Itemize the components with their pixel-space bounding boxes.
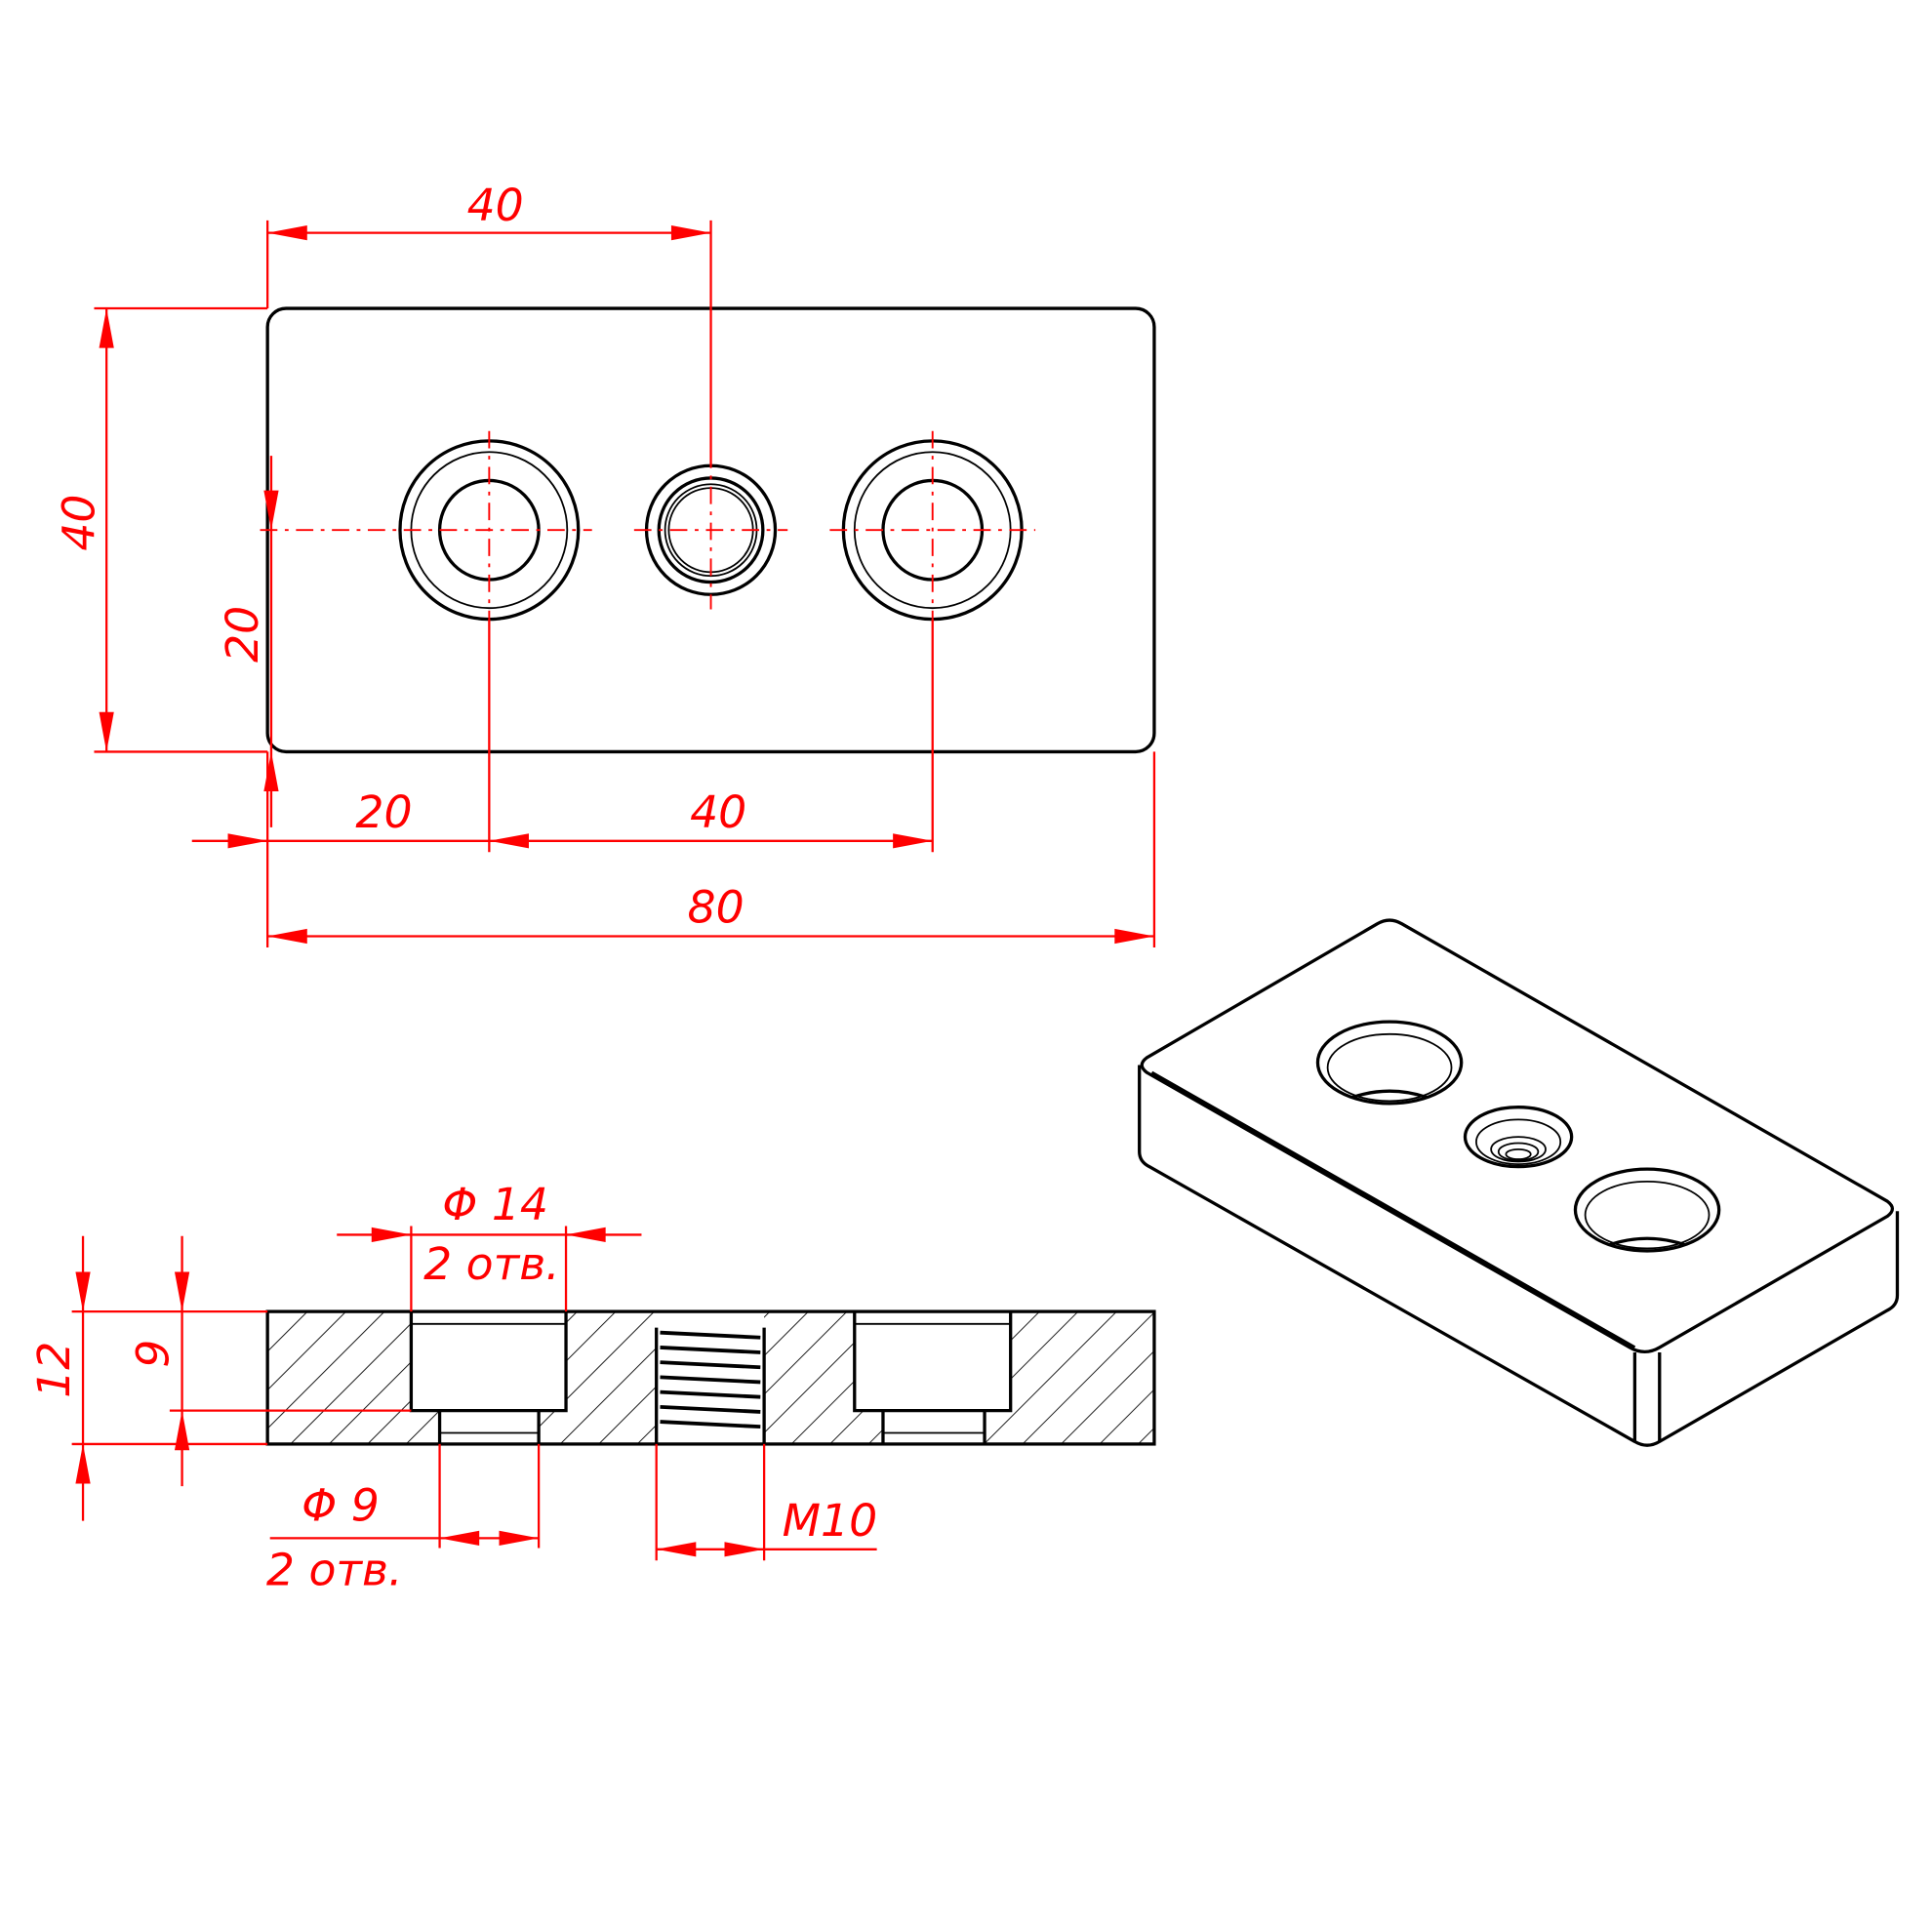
- dim-label: 40: [690, 786, 746, 838]
- iso-side-faces: [1138, 1065, 1900, 1447]
- iso-top-face: [1140, 918, 1895, 1354]
- count-label: 2 отв.: [423, 1238, 560, 1290]
- iso-threaded-hole: [1463, 1106, 1574, 1169]
- dim-center-height: 20: [217, 456, 279, 827]
- dim-label: 40: [53, 495, 104, 551]
- dim-counterbore-diameter: Φ 14 2 отв.: [337, 1179, 642, 1312]
- top-view: 40 40 20 20 40 80: [53, 180, 1156, 947]
- dim-hole-diameter: Φ 9 2 отв.: [266, 1443, 541, 1596]
- dim-thread: M10: [655, 1443, 878, 1561]
- section-outline: [265, 1309, 1156, 1446]
- count-label: 2 отв.: [266, 1545, 403, 1596]
- dim-label: 40: [467, 180, 524, 231]
- dim-label: 9: [128, 1340, 180, 1368]
- dim-edge-to-hole: 20: [191, 619, 529, 947]
- threaded-hole-section: [655, 1327, 766, 1444]
- dim-hole-spacing-bottom: 40: [489, 619, 934, 853]
- dim-label: Φ 9: [302, 1480, 380, 1532]
- dim-length: 80: [267, 751, 1156, 947]
- dim-label: M10: [783, 1495, 878, 1547]
- dim-hole-spacing-top: 40: [266, 180, 712, 466]
- dim-height: 40: [53, 306, 268, 753]
- dim-label: Φ 14: [442, 1179, 548, 1230]
- dim-label: 12: [28, 1342, 80, 1398]
- dim-thickness: 12: [28, 1235, 268, 1521]
- dim-label: 80: [688, 882, 745, 934]
- dim-label: 20: [355, 786, 412, 838]
- iso-counterbore-left: [1315, 1020, 1464, 1106]
- center-lines: [260, 430, 1036, 620]
- counterbore-section-right: [853, 1311, 1013, 1444]
- iso-counterbore-right: [1573, 1167, 1721, 1253]
- section-view: Φ 14 2 отв. Φ 9 2 отв. M10 12 9: [28, 1179, 1156, 1596]
- dim-label: 20: [217, 606, 268, 663]
- counterbore-section-left: [409, 1311, 568, 1444]
- dim-counterbore-depth: 9: [128, 1235, 412, 1487]
- isometric-view: [1138, 918, 1900, 1447]
